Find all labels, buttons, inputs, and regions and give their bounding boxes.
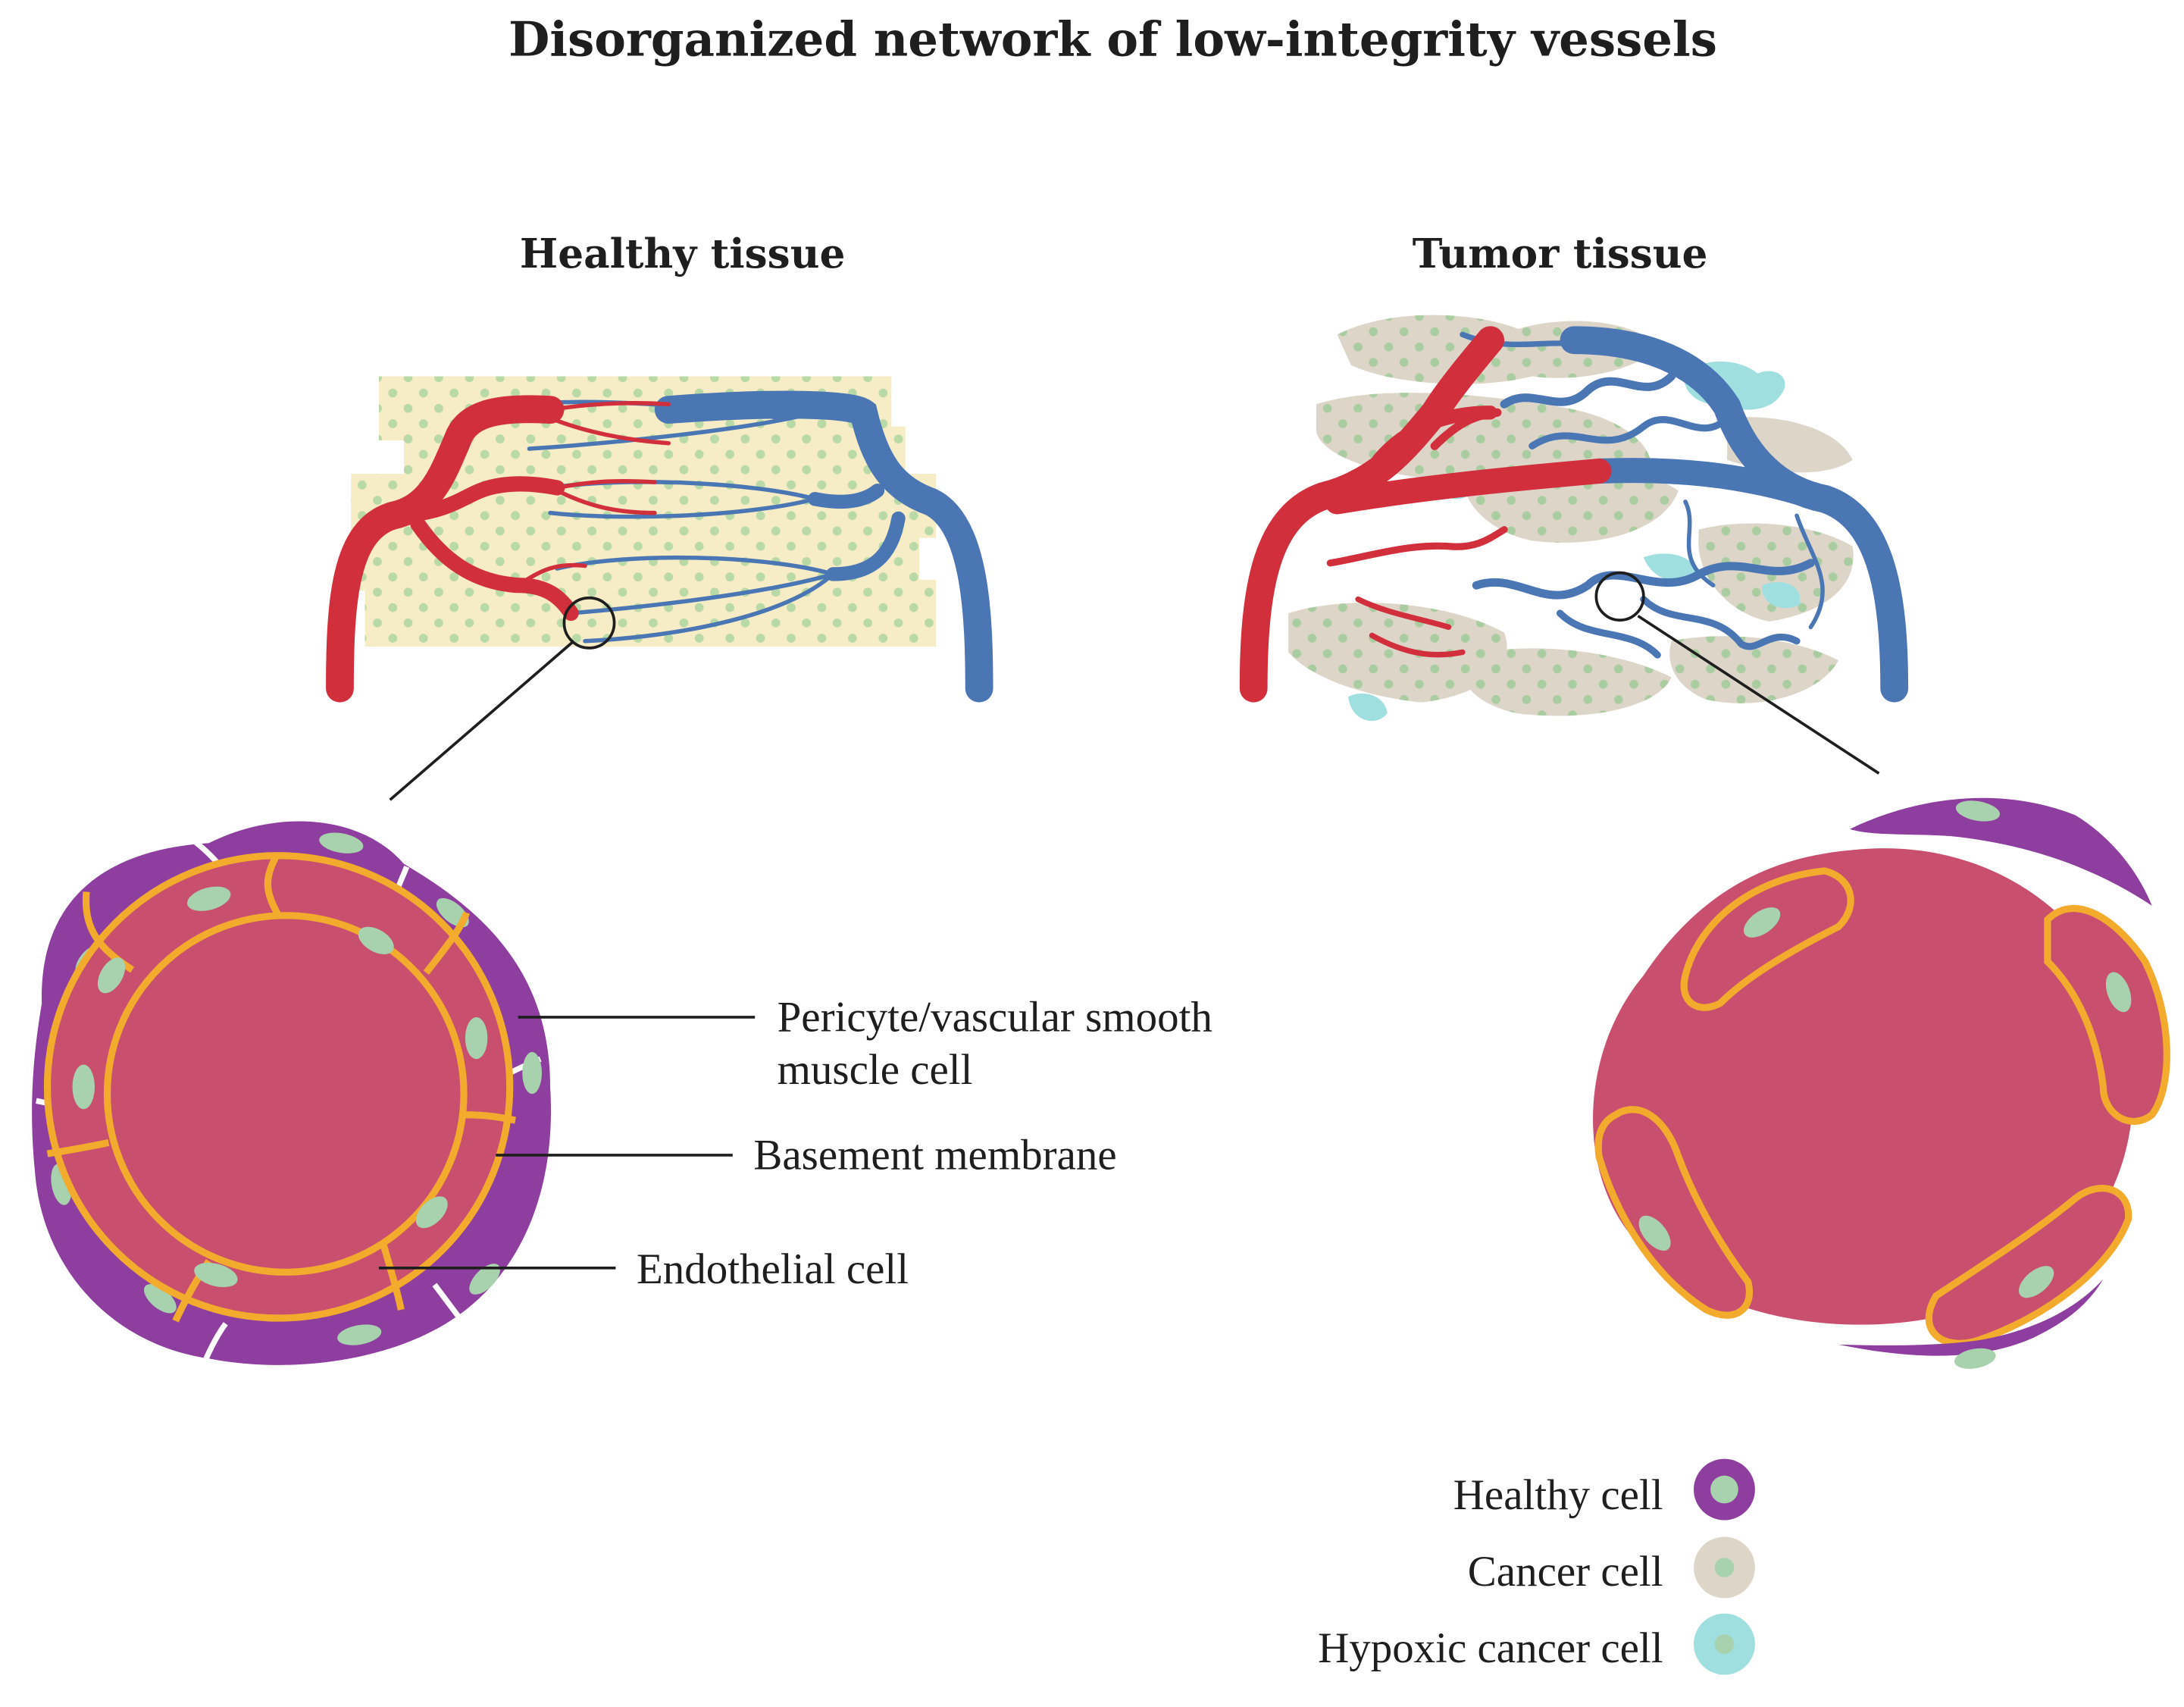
tumor-vessel-network — [1239, 315, 1909, 775]
tumor-pericytes — [1838, 797, 2152, 1356]
legend-hypoxic-cell-label: Hypoxic cancer cell — [1318, 1624, 1663, 1672]
healthy-veins — [527, 390, 993, 703]
tumor-veins — [1460, 326, 1909, 703]
healthy-arteries — [326, 395, 671, 703]
legend-cancer-cell-icon — [1694, 1536, 1755, 1599]
legend-healthy-cell-icon — [1694, 1458, 1755, 1521]
callouts: Pericyte/vascular smooth muscle cell Bas… — [378, 993, 1212, 1293]
tumor-tissue-heading: Tumor tissue — [1413, 230, 1708, 277]
endothelial-cell-label: Endothelial cell — [637, 1245, 909, 1293]
healthy-tissue-heading: Healthy tissue — [520, 230, 845, 277]
tumor-endothelial-cells — [1594, 867, 2170, 1347]
tumor-arteries — [1239, 326, 1612, 703]
tumor-nuclei — [1638, 800, 2132, 1369]
basement-membrane-label: Basement membrane — [753, 1131, 1116, 1179]
pericyte-label-line1: Pericyte/vascular smooth — [778, 993, 1212, 1041]
legend-healthy-cell-label: Healthy cell — [1453, 1471, 1663, 1519]
pericyte-label-line2: muscle cell — [778, 1046, 973, 1094]
healthy-vessel-network — [326, 376, 993, 801]
endothelial-nuclei — [72, 886, 488, 1288]
healthy-zoom-circle — [562, 596, 616, 650]
tumor-vessel-cross-section — [1593, 797, 2170, 1369]
legend: Healthy cell Cancer cell Hypoxic cancer … — [1318, 1458, 1755, 1675]
healthy-lumen-outline — [103, 912, 468, 1276]
tumor-zoom-circle — [1594, 571, 1645, 622]
healthy-zoom-line — [389, 640, 575, 801]
figure-title: Disorganized network of low-integrity ve… — [508, 11, 1717, 67]
legend-hypoxic-cell-icon — [1694, 1613, 1755, 1675]
legend-cancer-cell-label: Cancer cell — [1468, 1548, 1663, 1596]
tumor-zoom-line — [1637, 615, 1880, 775]
healthy-vessel-cross-section — [32, 821, 552, 1365]
